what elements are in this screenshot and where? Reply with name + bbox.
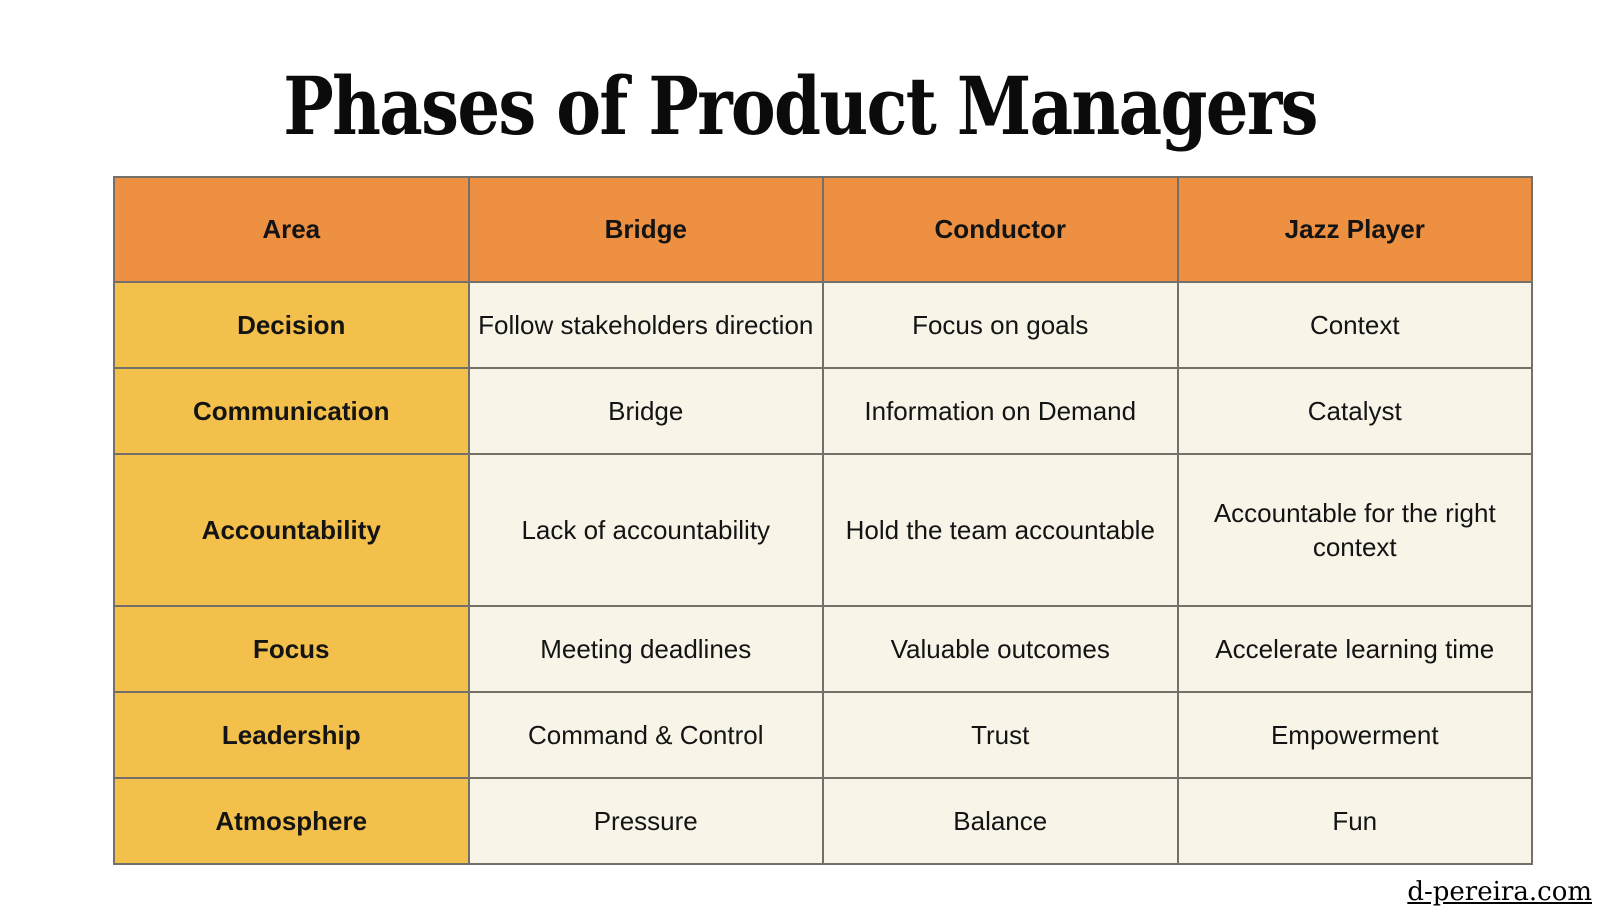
cell-leadership-bridge: Command & Control [467,691,824,780]
cell-focus-bridge: Meeting deadlines [467,605,824,694]
cell-focus-conductor: Valuable outcomes [822,605,1179,694]
cell-atmosphere-jazz: Fun [1176,777,1533,865]
cell-accountability-bridge: Lack of accountability [467,452,824,608]
row-label-atmosphere: Atmosphere [113,777,470,865]
row-label-focus: Focus [113,605,470,694]
cell-decision-jazz: Context [1176,281,1533,369]
comparison-table: Area Bridge Conductor Jazz Player Decisi… [113,176,1533,865]
table-header-row: Area Bridge Conductor Jazz Player [113,176,1533,283]
footer-credit: d-pereira.com [1407,878,1592,907]
cell-decision-conductor: Focus on goals [822,281,1179,369]
table-row-accountability: Accountability Lack of accountability Ho… [113,452,1533,608]
table-row-decision: Decision Follow stakeholders direction F… [113,281,1533,369]
row-label-accountability: Accountability [113,452,470,608]
header-cell-area: Area [113,176,470,283]
cell-focus-jazz: Accelerate learning time [1176,605,1533,694]
header-cell-jazz-player: Jazz Player [1176,176,1533,283]
header-cell-bridge: Bridge [467,176,824,283]
page-title: Phases of Product Managers [283,59,1318,153]
cell-communication-jazz: Catalyst [1176,366,1533,455]
cell-leadership-jazz: Empowerment [1176,691,1533,780]
row-label-leadership: Leadership [113,691,470,780]
credit-link[interactable]: d-pereira.com [1407,877,1592,907]
cell-communication-conductor: Information on Demand [822,366,1179,455]
table-row-focus: Focus Meeting deadlines Valuable outcome… [113,605,1533,694]
cell-decision-bridge: Follow stakeholders direction [467,281,824,369]
table-row-atmosphere: Atmosphere Pressure Balance Fun [113,777,1533,865]
cell-accountability-conductor: Hold the team accountable [822,452,1179,608]
table-row-communication: Communication Bridge Information on Dema… [113,366,1533,455]
cell-communication-bridge: Bridge [467,366,824,455]
row-label-communication: Communication [113,366,470,455]
header-cell-conductor: Conductor [822,176,1179,283]
cell-leadership-conductor: Trust [822,691,1179,780]
cell-atmosphere-bridge: Pressure [467,777,824,865]
cell-atmosphere-conductor: Balance [822,777,1179,865]
cell-accountability-jazz: Accountable for the right context [1176,452,1533,608]
row-label-decision: Decision [113,281,470,369]
table-row-leadership: Leadership Command & Control Trust Empow… [113,691,1533,780]
